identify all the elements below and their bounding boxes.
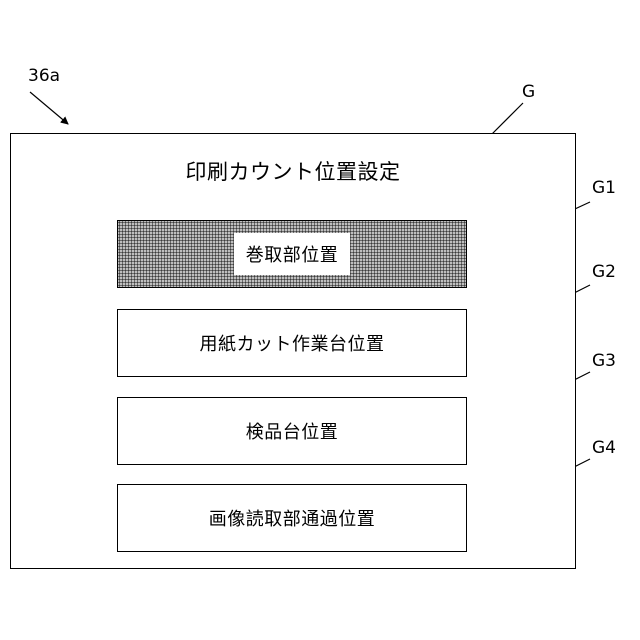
- leader-line-screen: [492, 103, 523, 134]
- button-label: 用紙カット作業台位置: [200, 330, 385, 356]
- paper-cut-table-position-button[interactable]: 用紙カット作業台位置: [117, 309, 467, 377]
- winding-section-position-button[interactable]: 巻取部位置: [117, 220, 467, 288]
- button-label: 検品台位置: [246, 418, 339, 444]
- image-reader-pass-position-button[interactable]: 画像読取部通過位置: [117, 484, 467, 552]
- button-label: 画像読取部通過位置: [209, 505, 376, 531]
- ref-label-button-2: G2: [592, 262, 616, 282]
- ref-label-button-3: G3: [592, 351, 616, 371]
- ref-label-button-1: G1: [592, 178, 616, 198]
- ref-label-figure: 36a: [28, 66, 60, 86]
- inspection-table-position-button[interactable]: 検品台位置: [117, 397, 467, 465]
- figure-arrow: [30, 92, 68, 124]
- ref-label-screen: G: [522, 82, 535, 102]
- settings-screen: 印刷カウント位置設定 巻取部位置 用紙カット作業台位置 検品台位置 画像読取部通…: [10, 133, 576, 569]
- ref-label-button-4: G4: [592, 438, 616, 458]
- screen-title: 印刷カウント位置設定: [11, 158, 575, 186]
- button-label: 巻取部位置: [234, 233, 351, 275]
